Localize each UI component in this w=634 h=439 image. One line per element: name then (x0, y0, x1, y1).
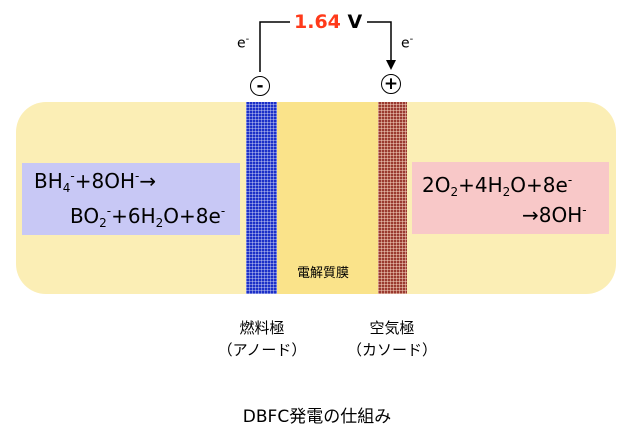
cathode-electrode (378, 102, 407, 294)
anode-electrode (246, 102, 277, 294)
cathode-reaction-line-2: →8OH- (522, 203, 587, 227)
voltage-unit: V (347, 11, 363, 33)
electron-label-right: e- (401, 34, 414, 52)
voltage-value: 1.64 (294, 11, 341, 33)
electron-flow-arrowhead (386, 60, 396, 70)
membrane-label: 電解質膜 (297, 266, 350, 281)
circuit-wire (259, 21, 290, 72)
cell-voltage: 1.64 V (294, 11, 362, 33)
anode-sublabel: （アノード） (217, 341, 307, 359)
cathode-sublabel: （カソード） (346, 341, 437, 359)
negative-terminal-icon: - (250, 76, 270, 96)
anode-label: 燃料極 (239, 319, 285, 337)
anode-reaction-line-1: BH4-+8OH-→ (34, 169, 157, 195)
figure-caption: DBFC発電の仕組み (242, 407, 392, 427)
cathode-label: 空気極 (369, 319, 415, 337)
cathode-reaction-line-1: 2O2+4H2O+8e- (422, 173, 573, 199)
anode-reaction-line-2: BO2-+6H2O+8e- (70, 204, 226, 230)
electron-label-left: e- (237, 34, 250, 52)
electrolyte-membrane (277, 102, 378, 294)
circuit-wire (367, 21, 392, 62)
positive-terminal-icon: + (381, 74, 401, 94)
anode-reaction-box (22, 163, 240, 235)
cathode-reaction-box (412, 162, 609, 234)
